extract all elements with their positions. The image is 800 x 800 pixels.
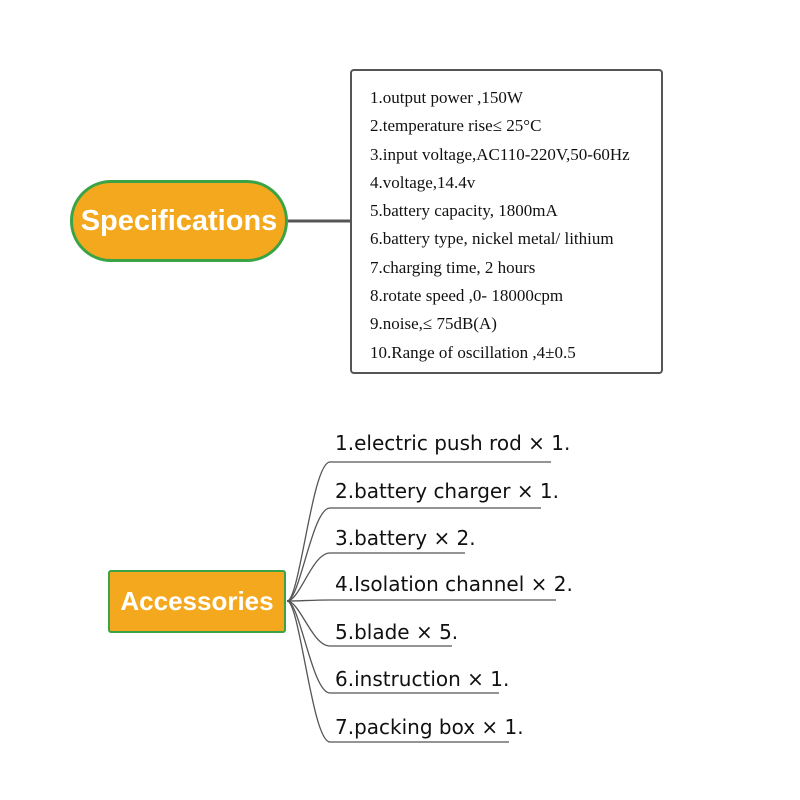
specifications-label: Specifications [80,204,278,237]
spec-item: 5.battery capacity, 1800mA [370,201,558,221]
accessory-branch-line [286,600,509,743]
accessory-item: 5.blade × 5. [335,620,459,644]
accessory-branch-line [286,552,465,602]
spec-item: 6.battery type, nickel metal/ lithium [370,229,614,249]
accessory-branch-line [286,600,499,694]
accessory-branch-line [286,599,556,602]
spec-item: 4.voltage,14.4v [370,172,476,192]
accessory-item: 6.instruction × 1. [335,667,510,691]
spec-item: 10.Range of oscillation ,4±0.5 [370,342,576,362]
spec-item: 8.rotate speed ,0- 18000cpm [370,286,564,306]
accessories-node[interactable]: Accessories [108,570,286,633]
accessory-item: 4.Isolation channel × 2. [335,572,573,596]
specifications-node[interactable]: Specifications [70,180,288,262]
spec-item: 2.temperature rise≤ 25°C [370,116,542,136]
accessory-branch-line [286,600,452,647]
spec-item: 7.charging time, 2 hours [370,257,536,277]
spec-item: 3.input voltage,AC110-220V,50-60Hz [370,144,630,164]
accessory-item: 3.battery × 2. [335,526,476,550]
accessory-branch-line [286,461,551,602]
accessory-item: 7.packing box × 1. [335,715,524,739]
spec-item: 9.noise,≤ 75dB(A) [370,314,497,334]
accessory-branches [286,461,556,743]
accessory-item: 2.battery charger × 1. [335,479,560,503]
specifications-box: 1.output power ,150W 2.temperature rise≤… [350,69,663,374]
accessory-item: 1.electric push rod × 1. [335,431,571,455]
accessory-branch-line [286,507,541,602]
spec-item: 1.output power ,150W [370,88,523,107]
accessories-label: Accessories [120,586,274,616]
